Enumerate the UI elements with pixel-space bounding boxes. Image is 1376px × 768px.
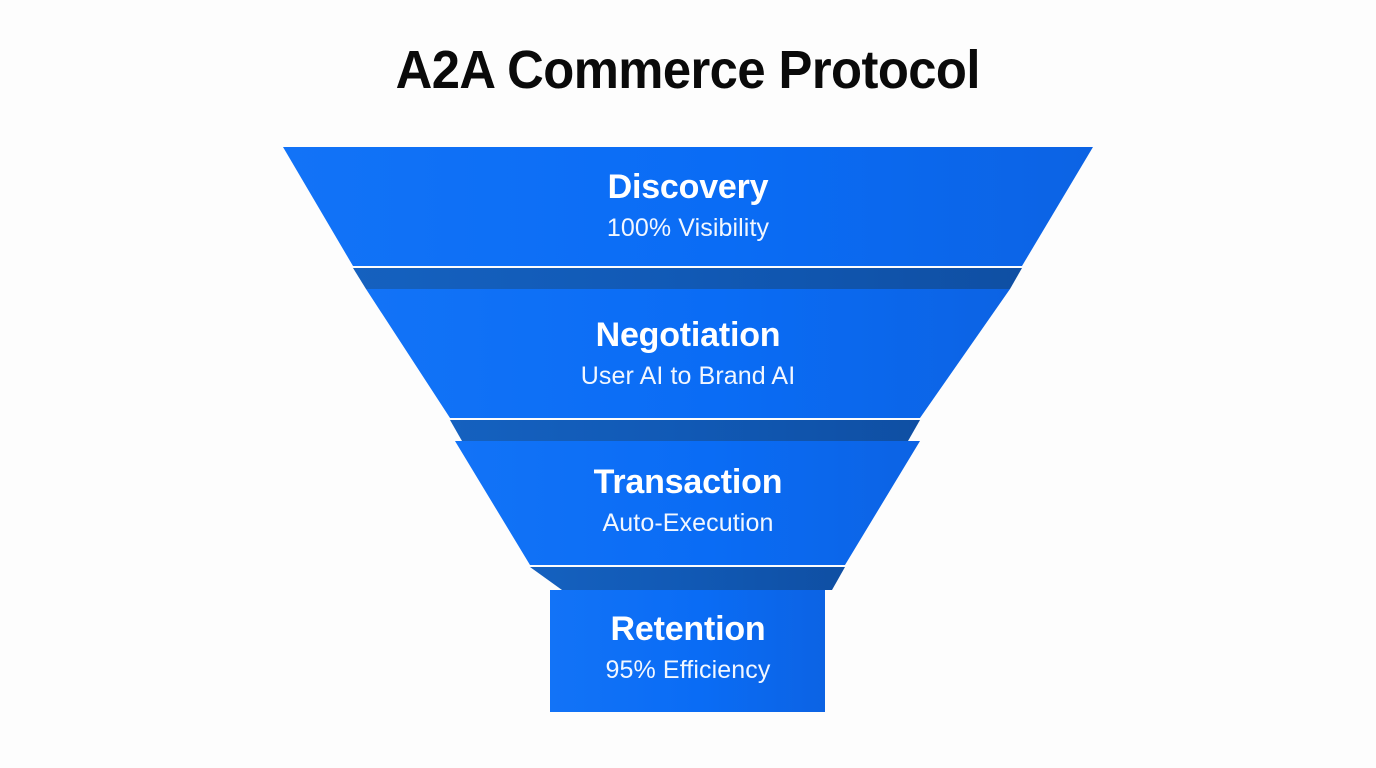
stage-name-retention: Retention: [610, 610, 766, 648]
funnel-stage-retention: [550, 590, 825, 712]
funnel-connector-2: [450, 420, 920, 441]
stage-metric-retention: 95% Efficiency: [605, 656, 771, 685]
funnel-stage-label-transaction[interactable]: Transaction Auto-Execution: [0, 463, 1376, 538]
funnel-stage-label-negotiation[interactable]: Negotiation User AI to Brand AI: [0, 316, 1376, 391]
funnel-connector-1: [353, 268, 1022, 289]
stage-name-discovery: Discovery: [607, 168, 769, 206]
title-container: A2A Commerce Protocol: [0, 0, 1376, 140]
page-title: A2A Commerce Protocol: [395, 40, 981, 100]
funnel-stage-label-retention[interactable]: Retention 95% Efficiency: [0, 610, 1376, 685]
funnel-stage-transaction: [455, 441, 920, 565]
stage-name-transaction: Transaction: [593, 463, 783, 501]
stage-metric-transaction: Auto-Execution: [602, 509, 774, 538]
stage-metric-negotiation: User AI to Brand AI: [580, 362, 796, 391]
funnel-connector-3: [530, 567, 845, 590]
funnel-stage-negotiation: [366, 289, 1010, 418]
funnel-stage-discovery: [283, 147, 1093, 266]
stage-metric-discovery: 100% Visibility: [606, 214, 770, 243]
stage-name-negotiation: Negotiation: [595, 316, 781, 354]
funnel-stage-label-discovery[interactable]: Discovery 100% Visibility: [0, 168, 1376, 243]
